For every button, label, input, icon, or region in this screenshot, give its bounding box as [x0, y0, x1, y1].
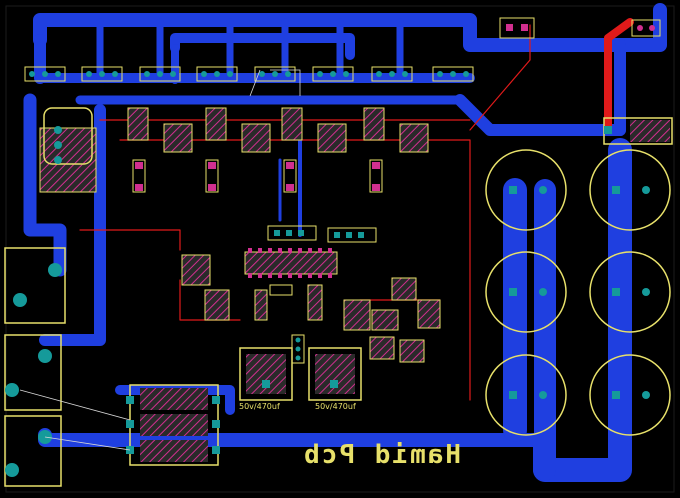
- mosfet-icon: [281, 107, 347, 153]
- terminal-icon: [254, 66, 296, 82]
- capacitor-icon: [589, 149, 671, 231]
- capacitor-icon: [589, 251, 671, 333]
- red-power-trace: [604, 18, 634, 134]
- brand-label: Hamid Pcb: [302, 440, 461, 470]
- capacitor-icon: [485, 354, 567, 436]
- mosfet-icon: [205, 107, 271, 153]
- cap-column-right-trace: [533, 138, 632, 482]
- red-signal-trace-4: [79, 229, 181, 251]
- capacitor-icon: [589, 354, 671, 436]
- resistor-icon: [283, 159, 297, 193]
- right-diagonal-trace: [454, 94, 626, 136]
- left-bottom-trace: [38, 428, 547, 477]
- resistor-icon: [205, 159, 219, 193]
- resistor-row: [132, 159, 383, 193]
- mosfet-icon: [603, 117, 673, 145]
- smd-cluster: [181, 254, 441, 364]
- terminal-icon: [371, 66, 413, 82]
- terminal-icon: [312, 66, 354, 82]
- terminal-icon: [24, 66, 66, 82]
- terminal-icon: [196, 66, 238, 82]
- terminal-icon: [499, 17, 535, 39]
- big-capacitors: [485, 149, 671, 436]
- mosfet-icon: [127, 107, 193, 153]
- mosfet-driver-row: [127, 107, 429, 153]
- ic-icon: [244, 248, 338, 278]
- resistor-icon: [369, 159, 383, 193]
- capacitor-icon: [485, 149, 567, 231]
- inner-loop-trace: [170, 33, 355, 60]
- mosfet-icon: [363, 107, 429, 153]
- header-connectors: [24, 66, 474, 82]
- terminal-icon: [267, 225, 317, 241]
- capacitor-icon: [308, 347, 362, 401]
- terminal-icon: [432, 66, 474, 82]
- red-signal-trace-3: [119, 139, 471, 401]
- terminal-block-left: [4, 247, 66, 487]
- diode-block: [126, 384, 220, 466]
- left-riser-trace: [96, 18, 404, 82]
- capacitor-icon: [239, 347, 293, 401]
- left-lower-trace: [39, 104, 106, 346]
- top-rail-trace: [33, 3, 667, 52]
- red-signal-trace: [469, 24, 531, 131]
- capacitor-icon: [485, 251, 567, 333]
- cap-label-left: 50v/470uf: [239, 402, 280, 411]
- thin-traces: [19, 69, 301, 451]
- terminal-icon: [139, 66, 181, 82]
- terminal-icon: [327, 227, 377, 243]
- brand-label-group: Hamid Pcb: [302, 440, 461, 470]
- regulator-icon: [39, 107, 97, 193]
- terminal-icon: [81, 66, 123, 82]
- left-vertical-trace: [23, 93, 67, 277]
- cap-label-right: 50v/470uf: [315, 402, 356, 411]
- terminal-icon: [631, 19, 661, 37]
- resistor-icon: [132, 159, 146, 193]
- board-outline: [5, 5, 675, 493]
